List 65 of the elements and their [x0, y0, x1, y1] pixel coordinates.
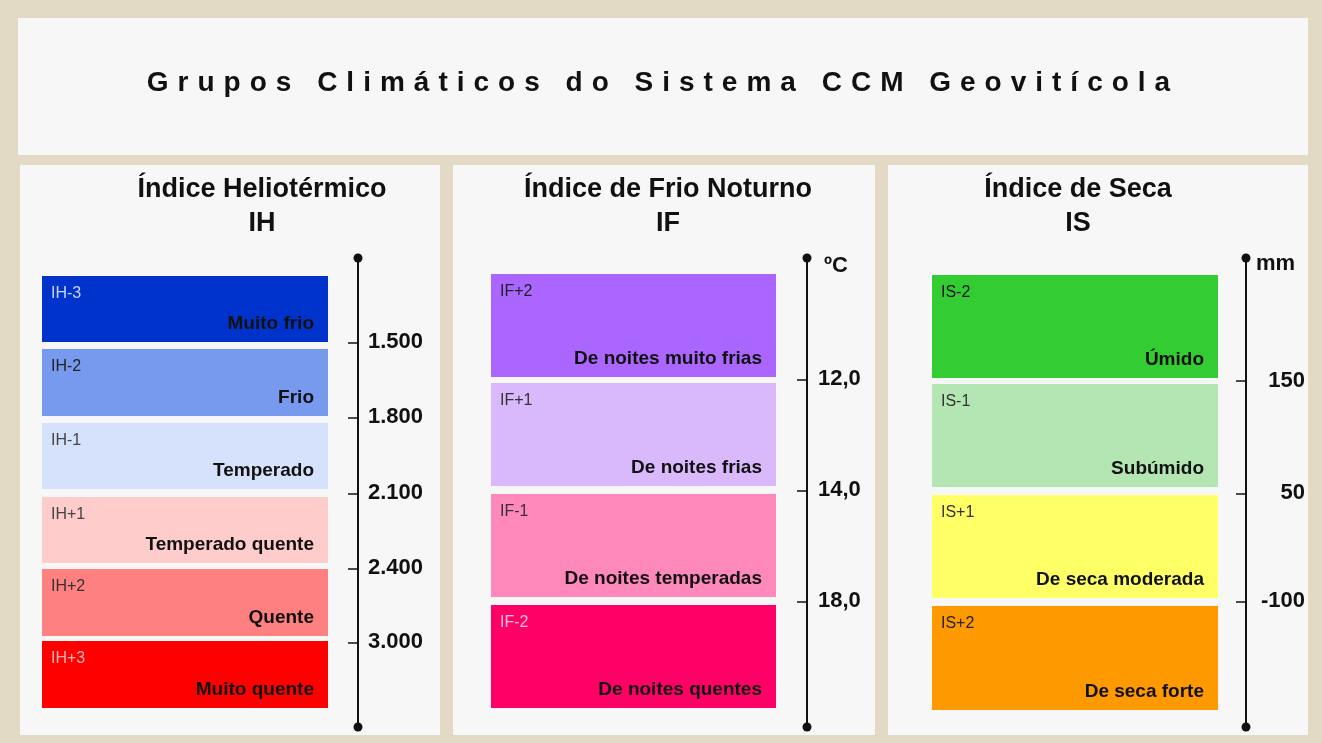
class-name: De noites temperadas	[564, 567, 762, 589]
class-code: IH+1	[51, 505, 86, 523]
class-box	[932, 495, 1218, 598]
scale-value: 150	[1268, 367, 1305, 393]
title: Grupos Climáticos do Sistema CCM Geovitícola	[145, 66, 1181, 98]
class-name: De noites frias	[631, 456, 762, 478]
class-name: De noites muito frias	[574, 347, 762, 369]
class-name: Subúmido	[1111, 457, 1204, 479]
class-name: De noites quentes	[598, 678, 762, 700]
scale-value: 2.400	[368, 554, 424, 580]
panel-heading: Índice Heliotérmico	[136, 173, 388, 204]
class-code: IF-1	[500, 502, 529, 520]
class-name: De seca moderada	[1036, 568, 1204, 590]
class-code: IF+1	[500, 391, 533, 409]
class-box	[491, 494, 776, 597]
class-name: Frio	[278, 386, 314, 408]
class-box	[42, 641, 328, 708]
class-box	[491, 605, 776, 708]
class-box	[491, 383, 776, 486]
class-box	[42, 349, 328, 416]
class-name: Temperado quente	[145, 533, 314, 555]
class-box	[42, 569, 328, 636]
class-code: IS+2	[941, 614, 975, 632]
class-box	[42, 497, 328, 563]
class-name: Muito frio	[227, 312, 314, 334]
index-code: IS	[1064, 207, 1092, 238]
class-box	[42, 423, 328, 489]
panel-heading: Índice de Frio Noturno	[523, 173, 813, 204]
class-code: IF-2	[500, 613, 529, 631]
class-box	[42, 276, 328, 342]
class-code: IH-2	[51, 357, 82, 375]
class-name: Quente	[248, 606, 314, 628]
class-name: Úmido	[1144, 348, 1204, 370]
class-code: IH-1	[51, 431, 82, 449]
panel-heading: Índice de Seca	[983, 173, 1173, 204]
class-code: IS-1	[941, 392, 971, 410]
scale-value: 12,0	[818, 365, 861, 391]
index-panel	[453, 165, 875, 735]
class-box	[932, 275, 1218, 378]
index-panel	[20, 165, 440, 735]
class-code: IH+3	[51, 649, 86, 667]
class-code: IS+1	[941, 503, 975, 521]
scale-value: 50	[1280, 479, 1305, 505]
scale-value: 2.100	[368, 479, 424, 505]
scale-value: 3.000	[368, 628, 424, 654]
scale-value: 1.500	[368, 328, 424, 354]
class-code: IH+2	[51, 577, 86, 595]
class-name: De seca forte	[1084, 680, 1204, 702]
scale-value: 14,0	[818, 476, 861, 502]
unit-label: mm	[1256, 250, 1296, 276]
scale-value: 1.800	[368, 403, 424, 429]
class-code: IH-3	[51, 284, 82, 302]
class-name: Muito quente	[195, 678, 314, 700]
index-code: IF	[655, 207, 681, 238]
scale-value: -100	[1260, 587, 1305, 613]
class-name: Temperado	[213, 459, 314, 481]
index-code: IH	[247, 207, 277, 238]
class-code: IF+2	[500, 282, 533, 300]
class-box	[932, 384, 1218, 487]
class-code: IS-2	[941, 283, 971, 301]
class-box	[491, 274, 776, 377]
scale-value: 18,0	[818, 587, 861, 613]
class-box	[932, 606, 1218, 710]
unit-label: ºC	[824, 252, 848, 278]
index-panel	[888, 165, 1308, 735]
